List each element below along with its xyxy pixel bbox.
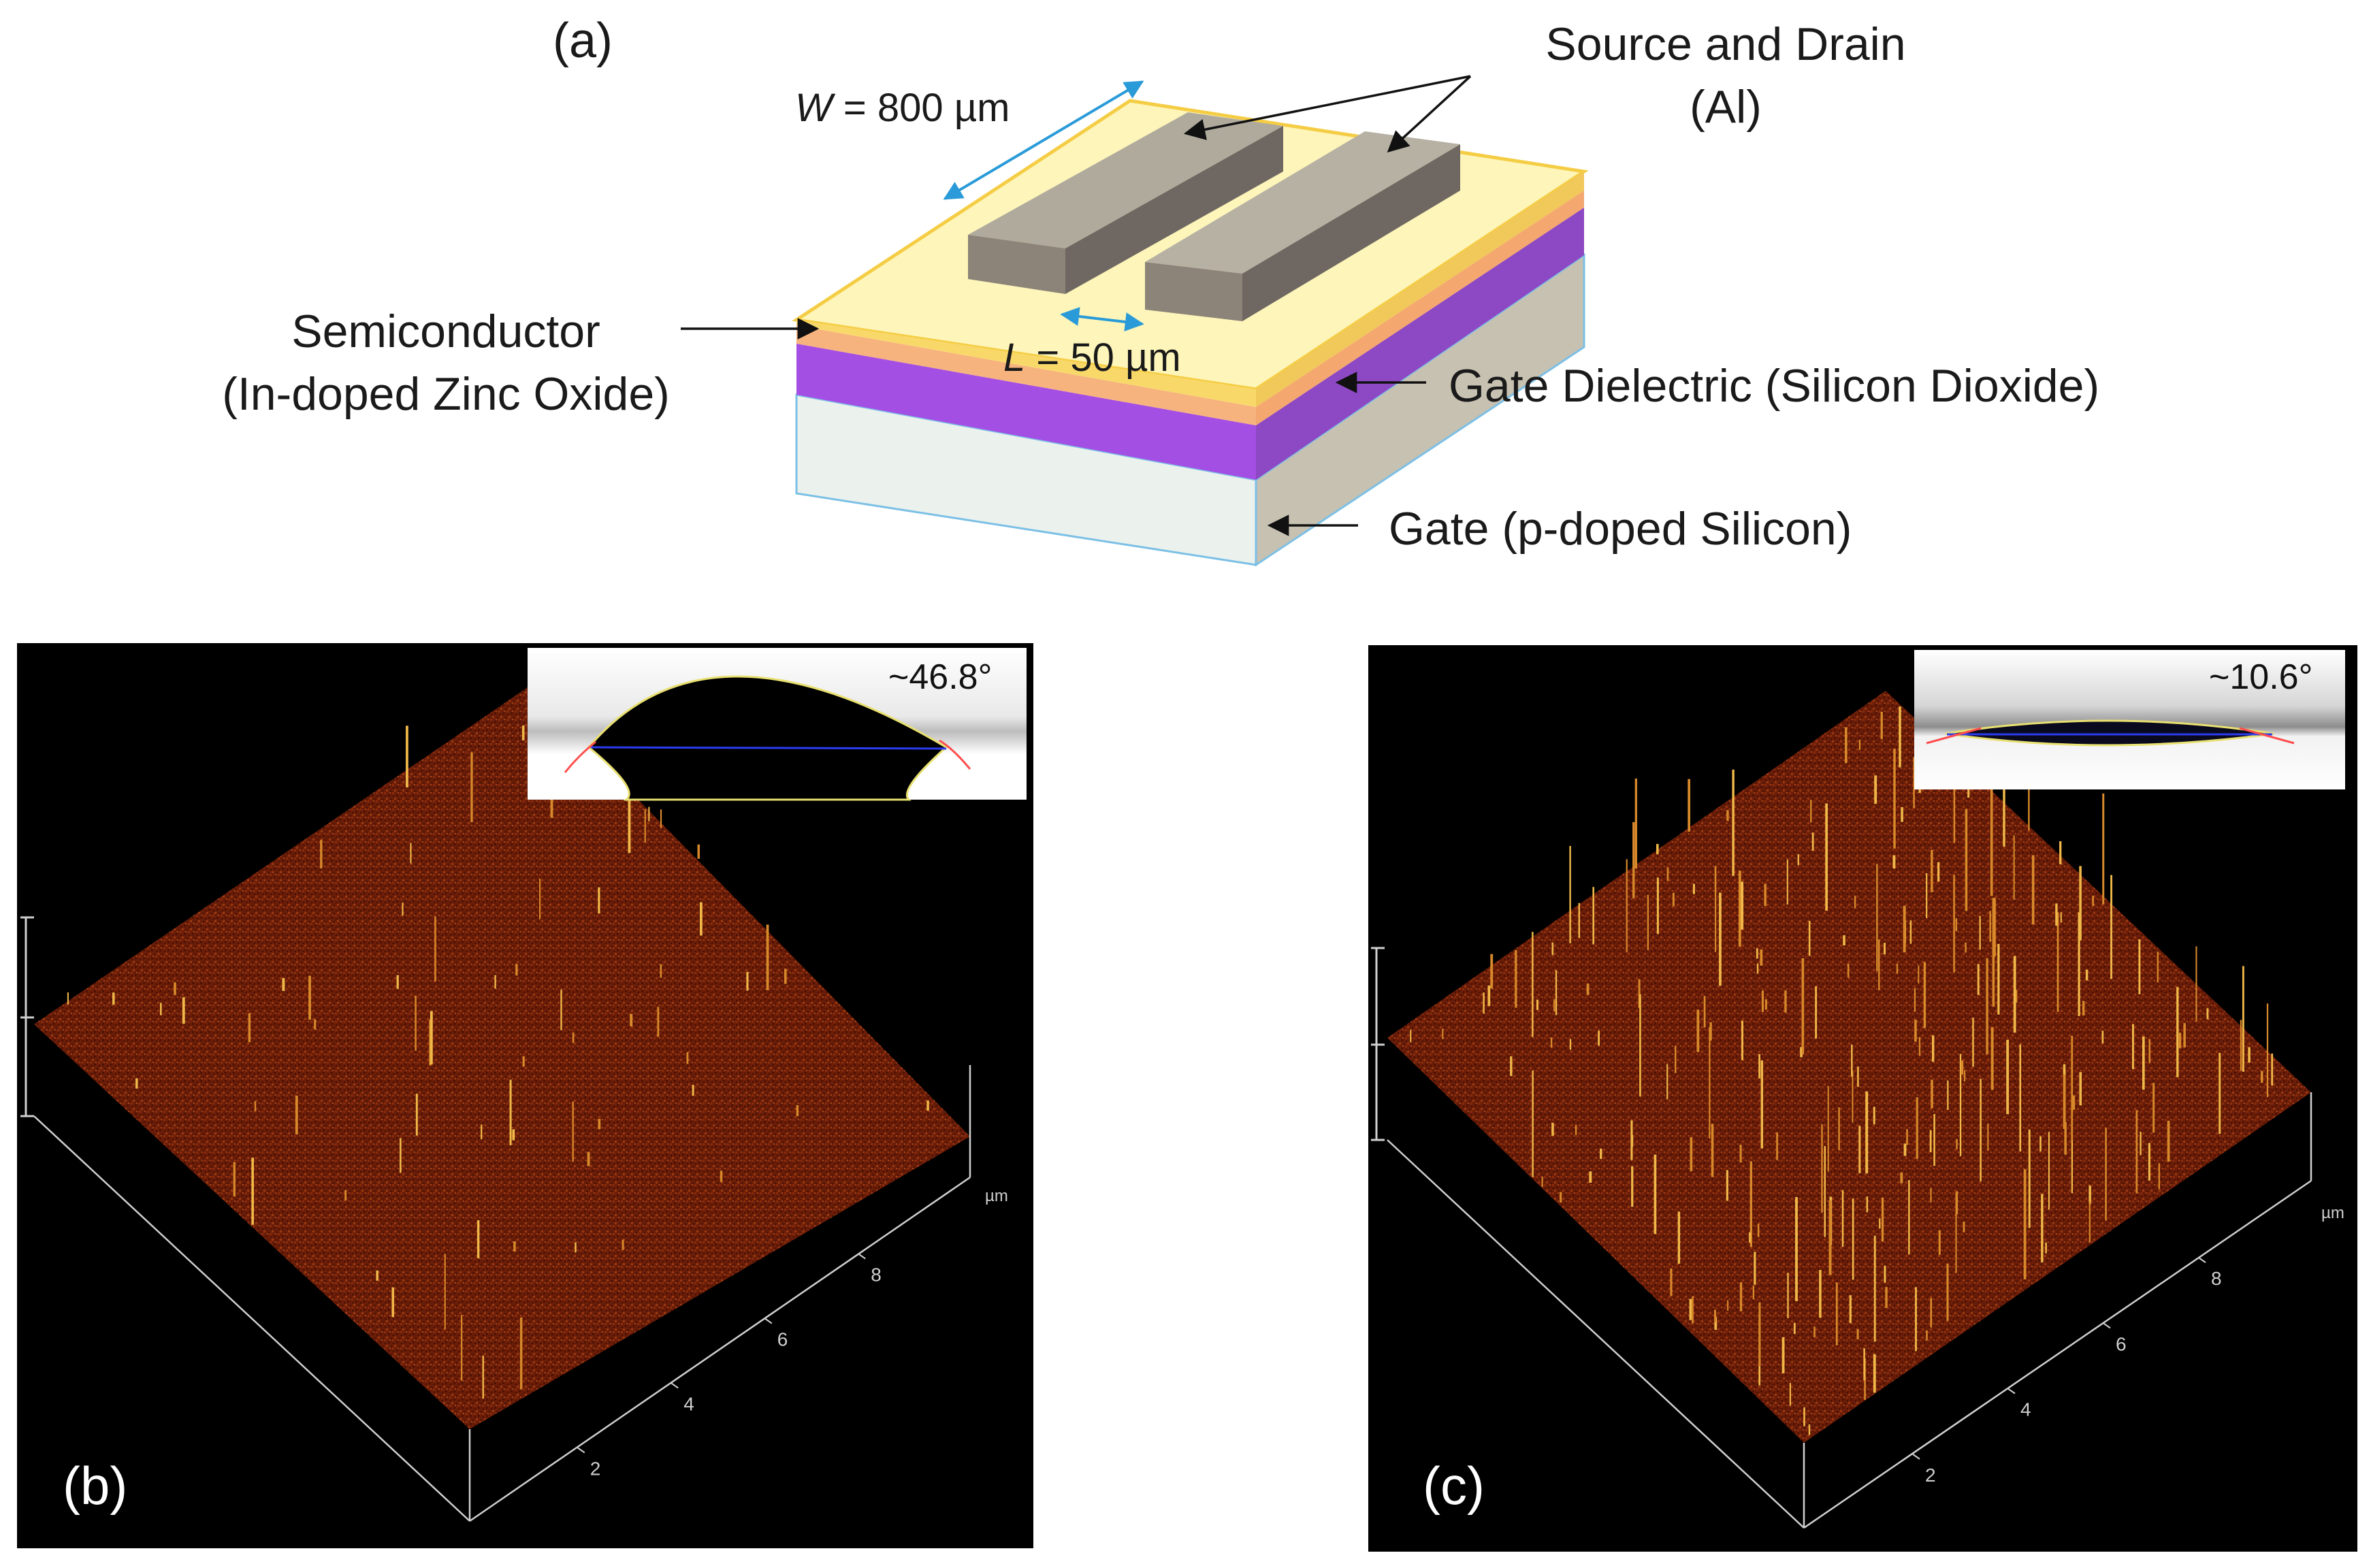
afm-b-axes [33,1065,971,1522]
afm-b-axis-unit: µm [985,1187,1008,1205]
dielectric-front-band [796,325,1256,425]
axis-tick-mark [2198,1257,2206,1263]
afm-b-baseline [590,746,947,750]
w-dimension-arrow [943,80,1144,200]
axis-tick-label: 4 [2020,1399,2031,1420]
axis-tick-mark [671,1382,679,1389]
semiconductor-label: Semiconductor [291,306,600,357]
semiconductor-side-edge [1256,172,1584,407]
afm-b-tangent-left [564,740,596,773]
afm-c-contact-angle-inset: ~10.6° [1914,650,2345,789]
panel-b: 2 4 6 8 µm ~46.8° (b) [17,643,1033,1548]
afm-b-contact-angle-inset: ~46.8° [528,648,1027,801]
axis-tick-label: 4 [683,1394,694,1415]
panel-a: (a) W = 800 µm L = 50 µm [222,14,2099,567]
axis-tick-label: 2 [590,1458,601,1480]
afm-b-height-spikes [67,725,929,1399]
axis-tick-mark [2103,1322,2111,1329]
l-dimension-label: L = 50 µm [1003,336,1181,380]
source-leader-arrow [1183,75,1471,140]
source-drain-material: (Al) [1690,81,1762,133]
axis-tick-label: 2 [1925,1465,1936,1486]
panel-c-tag: (c) [1423,1456,1485,1516]
afm-c-contact-angle: ~10.6° [2209,657,2312,697]
source-drain-label: Source and Drain [1545,18,1905,70]
afm-c-tangent-right [2239,727,2295,745]
l-dimension-arrow [1060,307,1144,331]
axis-tick-mark [764,1318,773,1324]
axis-tick-label: 6 [2116,1333,2127,1354]
axis-tick-label: 6 [777,1329,788,1350]
w-dimension-label: W = 800 µm [795,86,1010,130]
afm-c-z-scale [1371,947,1385,1141]
panel-c: 2 4 6 8 µm ~10.6° (c) [1368,645,2357,1552]
panel-a-tag: (a) [553,14,613,68]
axis-tick-mark [577,1447,585,1454]
afm-c-height-spikes [1410,706,2274,1435]
drain-electrode [1145,131,1460,321]
axis-tick-mark [858,1253,866,1260]
axis-tick-mark [1912,1454,1920,1460]
oxide-front-face [796,344,1256,480]
afm-b-z-scale [20,916,34,1117]
afm-c-droplet [1945,719,2274,747]
drain-leader-arrow [1387,75,1472,153]
afm-b-droplet [587,675,948,801]
afm-c-tangent-left [1926,727,1982,745]
dielectric-side-band [1256,191,1584,425]
gate-label: Gate (p-doped Silicon) [1389,503,1852,555]
afm-b-tangent-right [939,739,971,770]
afm-b-surface [34,687,970,1429]
oxide-side-face [1256,208,1584,480]
semiconductor-material: (In-doped Zinc Oxide) [222,368,670,420]
gate-dielectric-label: Gate Dielectric (Silicon Dioxide) [1449,360,2099,412]
afm-b-axis-ticks: 2 4 6 8 [577,1253,882,1480]
afm-c-axis-unit: µm [2321,1204,2344,1222]
afm-b-contact-angle: ~46.8° [888,657,992,697]
semiconductor-front-edge [796,320,1256,407]
axis-tick-mark [2007,1388,2016,1394]
afm-c-axes [1387,1092,2312,1529]
axis-tick-label: 8 [2211,1268,2222,1289]
afm-c-axis-ticks: 2 4 6 8 [1912,1257,2222,1486]
axis-tick-label: 8 [871,1264,882,1286]
panel-b-tag: (b) [63,1456,127,1516]
